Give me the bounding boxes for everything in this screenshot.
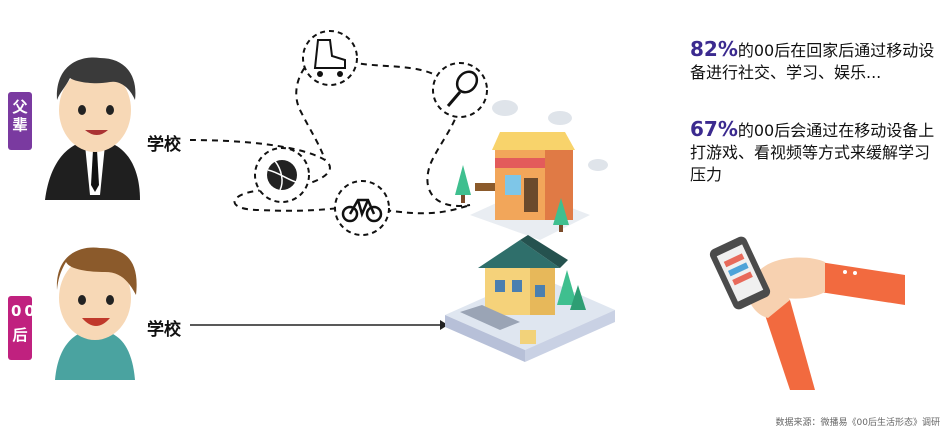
- stat-2: 67%的00后会通过在移动设备上打游戏、看视频等方式来缓解学习压力: [690, 118, 940, 186]
- data-source: 数据来源：微播易《00后生活形态》调研: [775, 418, 940, 428]
- roller-skate-icon: [302, 30, 358, 86]
- post00-tag-line1: 00: [11, 302, 38, 320]
- parent-character: [45, 57, 140, 200]
- parents-tag-text: 父辈: [12, 98, 28, 134]
- bicycle-icon: [334, 180, 390, 236]
- stat-2-percent: 67%: [690, 117, 738, 141]
- stat-2-text: 的00后会通过在移动设备上打游戏、看视频等方式来缓解学习压力: [690, 121, 935, 184]
- path-bike: [384, 204, 471, 215]
- parents-tag: 父辈: [8, 92, 32, 150]
- house-illustration: [445, 235, 615, 362]
- stat-1-percent: 82%: [690, 37, 738, 61]
- school-label-bottom: 学校: [147, 320, 181, 340]
- post00-tag: 00 后: [8, 296, 38, 360]
- stat-1: 82%的00后在回家后通过移动设备进行社交、学习、娱乐...: [690, 38, 940, 84]
- kid-character: [55, 247, 137, 380]
- post00-tag-line2: 后: [12, 326, 28, 344]
- basketball-icon: [254, 147, 310, 203]
- stat-1-text: 的00后在回家后通过移动设备进行社交、学习、娱乐...: [690, 41, 935, 82]
- phone-hand-illustration: [709, 236, 905, 390]
- badminton-racket-icon: [432, 62, 488, 118]
- school-label-top: 学校: [147, 135, 181, 155]
- shop-illustration: [455, 100, 608, 240]
